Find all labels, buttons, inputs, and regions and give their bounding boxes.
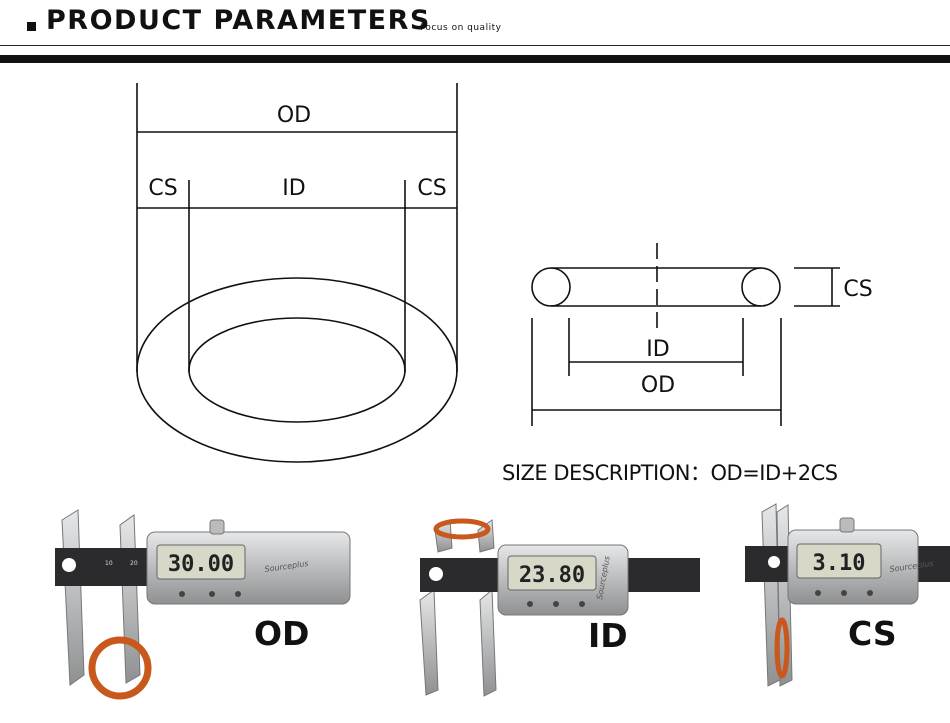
caliper-jaw-sliding [119,514,141,684]
ring-cs-right-label: CS [417,176,446,201]
caliper-button-icon [235,591,241,597]
ring-cs-left-label: CS [148,176,177,201]
section-right-circle [741,267,781,307]
photo-label-cs: CS [848,614,897,653]
ring-inner-ellipse [188,317,406,423]
o-ring-sample [88,636,152,700]
o-ring-diagram: OD CS ID CS CS ID OD [136,83,873,463]
svg-text:20: 20 [130,560,138,567]
o-ring-sample [433,518,491,540]
size-description: SIZE DESCRIPTION：OD=ID+2CS [502,461,838,485]
caliper-photo-id: 23.80 Sourceplus ID [380,490,700,723]
caliper-button-icon [527,601,533,607]
caliper-button-icon [841,590,847,596]
caliper-lcd [156,544,246,580]
photo-label-id: ID [588,616,628,655]
caliper-button-icon [209,591,215,597]
caliper-button-icon [553,601,559,607]
ring-id-label: ID [282,176,305,201]
caliper-button-icon [579,601,585,607]
page-title: PRODUCT PARAMETERS [46,5,431,36]
caliper-logo-icon [62,558,76,572]
caliper-jaw-fixed [61,509,85,686]
caliper-button-icon [867,590,873,596]
page-header: PRODUCT PARAMETERS Focus on quality [0,0,950,64]
photo-label-od: OD [254,614,310,653]
header-thick-divider [0,55,950,63]
section-cs-label: CS [843,277,872,302]
header-bullet [27,22,36,31]
page-subtitle: Focus on quality [420,23,502,33]
caliper-button-icon [815,590,821,596]
caliper-lcd-reading: 23.80 [519,563,585,588]
svg-text:10: 10 [105,560,113,567]
ring-outer-ellipse [136,277,458,463]
caliper-illustration: 23.80 Sourceplus [419,518,700,697]
caliper-lcd [796,543,882,579]
caliper-thumbwheel [839,517,855,533]
section-left-circle [531,267,571,307]
caliper-jaw-sliding [479,588,497,697]
caliper-lcd-reading: 3.10 [813,551,866,576]
caliper-illustration: 3.10 Sourceplus [745,503,950,687]
ring-od-label: OD [277,103,311,128]
section-od-label: OD [641,373,675,398]
caliper-lcd-reading: 30.00 [168,552,234,577]
caliper-logo-icon [768,556,780,568]
caliper-jaw-fixed [419,589,439,696]
header-thin-divider [0,45,950,46]
caliper-photo-cs: 3.10 Sourceplus CS [700,490,950,723]
caliper-lcd [507,555,597,591]
section-id-label: ID [646,337,669,362]
caliper-button-icon [179,591,185,597]
o-ring-sample [774,617,790,679]
caliper-thumbwheel [209,519,225,535]
caliper-logo-icon [429,567,443,581]
